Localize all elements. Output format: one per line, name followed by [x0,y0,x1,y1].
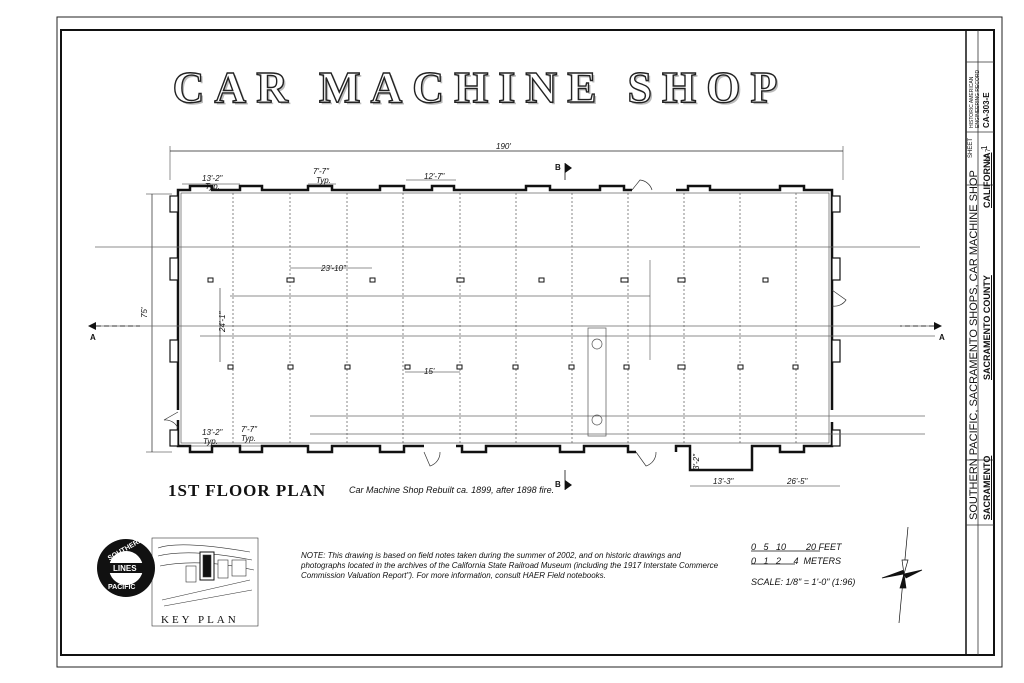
logo-text-middle: LINES [113,564,137,573]
dim-interior-depth: 24'-1" [218,311,227,332]
title-block-record-label: HISTORIC AMERICAN ENGINEERING RECORD [969,69,981,128]
dim-window-bottom: 7'-7" [241,425,257,434]
track-lines [95,246,935,435]
scale-meters: 0 1 2 4 METERS [751,556,842,566]
southern-pacific-logo [97,539,155,597]
dim-window-bottom-typ: Typ. [241,434,256,443]
dim-bottom-bay-width: 13'-3" [713,477,734,486]
inner-border [60,29,995,656]
title-block-county: SACRAMENTO COUNTY [982,275,992,380]
column-grid [232,193,797,443]
section-b-bottom: B [555,480,561,489]
scale-feet: 0 5 10 20 FEET [751,542,842,552]
dim-bay-left-top-typ: Typ. [205,182,220,191]
plan-subtitle: Car Machine Shop Rebuilt ca. 1899, after… [349,485,555,495]
building-walls [176,184,834,472]
dim-top-span: 12'-7" [424,172,445,181]
outer-border [56,16,1003,668]
scale-ratio: SCALE: 1/8" = 1'-0" (1:96) [751,577,856,587]
drawing-note: NOTE: This drawing is based on field not… [301,551,719,580]
interior-posts [207,277,799,370]
section-b-top: B [555,163,561,172]
dim-width: 75' [140,307,149,318]
transfer-pit [587,327,607,437]
title-block-record-num: CA-303-E [982,92,991,128]
north-arrow-icon [881,526,923,624]
dim-window-top-typ: Typ. [316,176,331,185]
dim-interior-15: 15' [424,367,435,376]
dim-bay-left-top: 13'-2" [202,174,223,183]
dim-interior-span: 23'-10" [321,264,346,273]
title-block-city: SACRAMENTO [982,455,992,520]
title-block-main: SOUTHERN PACIFIC, SACRAMENTO SHOPS, CAR … [968,170,980,520]
dim-bottom-bay-depth: 3'-2" [692,454,701,470]
key-plan [151,537,259,627]
section-a-right: A [939,333,945,342]
dim-bay-left-bottom-typ: Typ. [203,437,218,446]
key-plan-label: KEY PLAN [161,614,239,626]
dim-window-top: 7'-7" [313,167,329,176]
dim-overall-length: 190' [496,142,511,151]
section-a-left: A [90,333,96,342]
title-block-sheet-of: OF 7 [986,148,992,162]
title-block-sheet-label: SHEET [968,137,974,158]
dim-bay-left-bottom: 13'-2" [202,428,223,437]
logo-text-bottom: PACIFIC [108,584,136,591]
dim-bottom-right: 26'-5" [787,477,808,486]
section-markers [88,163,942,490]
graphic-scale [751,550,820,565]
drawing-title: CAR MACHINE SHOP [172,62,788,112]
door-swings [163,179,847,467]
plan-title: 1ST FLOOR PLAN [168,481,327,500]
